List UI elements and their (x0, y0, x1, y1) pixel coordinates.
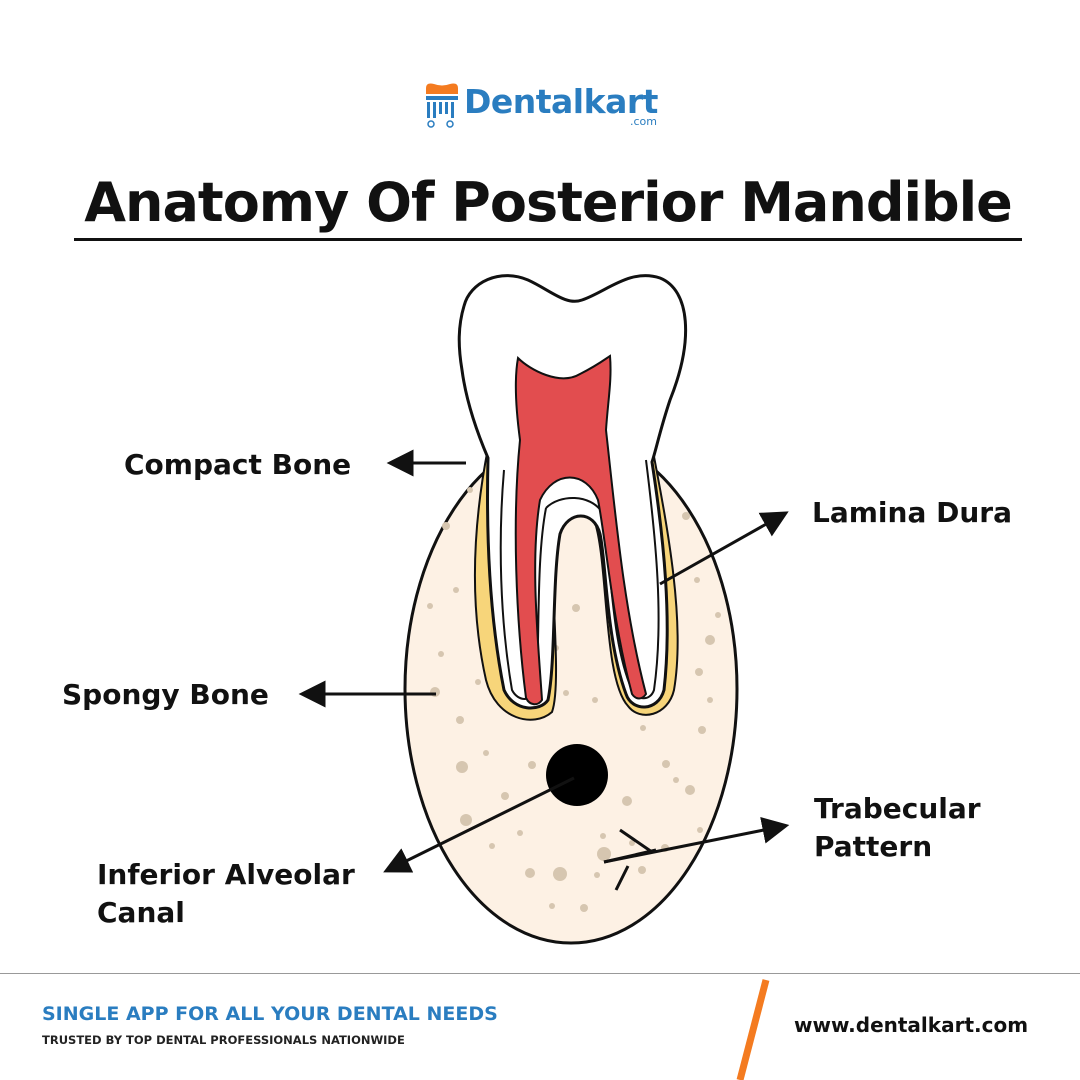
pulp-canal (514, 354, 648, 706)
footer-website-link[interactable]: www.dentalkart.com (794, 1013, 1029, 1037)
trabecular-arrow (603, 816, 790, 864)
footer-subtagline: TRUSTED BY TOP DENTAL PROFESSIONALS NATI… (42, 1033, 405, 1047)
label-compact-bone: Compact Bone (124, 448, 352, 481)
label-inferior-alveolar-line2: Canal (97, 896, 185, 929)
lamina-dura-arrow (659, 511, 789, 586)
inferior-alveolar-arrow (383, 776, 575, 873)
footer-divider (0, 973, 1080, 974)
brand-suffix: .com (630, 115, 657, 128)
label-lamina-dura: Lamina Dura (812, 496, 1012, 529)
label-inferior-alveolar-line1: Inferior Alveolar (97, 858, 355, 891)
label-spongy-bone: Spongy Bone (62, 678, 269, 711)
label-trabecular-line2: Pattern (814, 830, 933, 863)
brand-name: Dentalkart (464, 82, 658, 121)
page-title: Anatomy Of Posterior Mandible (84, 171, 1013, 234)
label-trabecular-line1: Trabecular (814, 792, 981, 825)
brand-logo[interactable]: Dentalkart .com (422, 82, 662, 132)
title-underline (74, 238, 1022, 241)
tooth-logo-icon (426, 83, 458, 128)
inferior-alveolar-canal (546, 744, 608, 806)
footer-tagline: SINGLE APP FOR ALL YOUR DENTAL NEEDS (42, 1003, 498, 1025)
